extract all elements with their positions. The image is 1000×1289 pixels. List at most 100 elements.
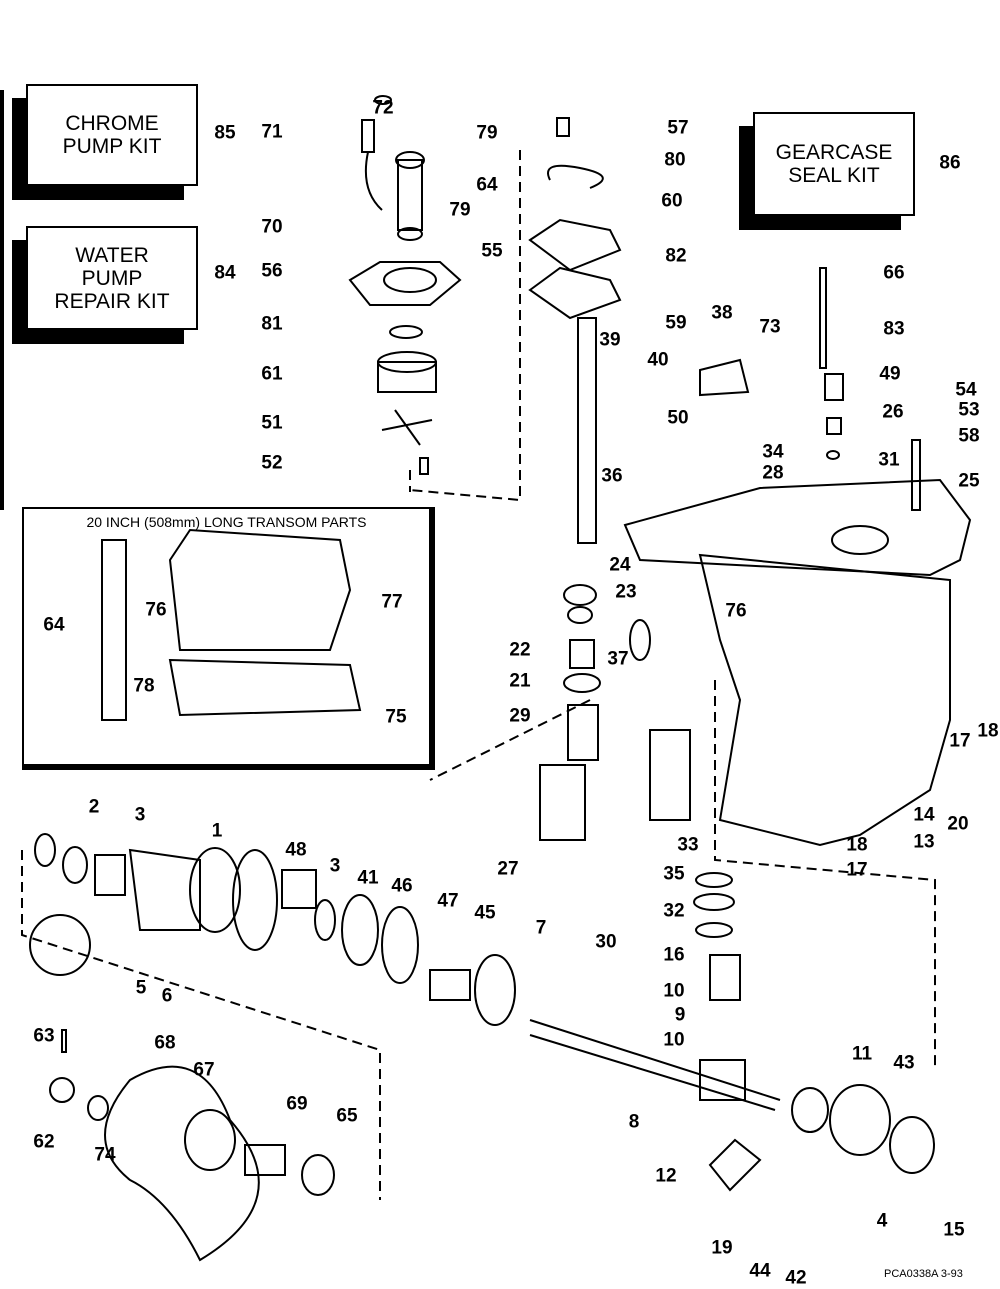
part-callout-70: 70 [261, 216, 283, 238]
part-callout-57: 57 [667, 117, 689, 139]
part-callout-10: 10 [663, 1029, 685, 1051]
part-callout-55: 55 [481, 240, 503, 262]
part-callout-83: 83 [883, 318, 905, 340]
part-callout-3: 3 [134, 804, 146, 826]
part-callout-64: 64 [476, 174, 498, 196]
part-callout-52: 52 [261, 452, 283, 474]
part-callout-47: 47 [437, 890, 459, 912]
part-callout-86: 86 [939, 152, 961, 174]
part-callout-65: 65 [336, 1105, 358, 1127]
part-callout-5: 5 [135, 977, 147, 999]
part-callout-46: 46 [391, 875, 413, 897]
part-callout-41: 41 [357, 867, 379, 889]
part-callout-38: 38 [711, 302, 733, 324]
part-callout-12: 12 [655, 1165, 677, 1187]
part-callout-30: 30 [595, 931, 617, 953]
part-callout-58: 58 [958, 425, 980, 447]
chrome-pump-kit-label: CHROME PUMP KIT [62, 112, 162, 158]
part-callout-53: 53 [958, 399, 980, 421]
part-callout-63: 63 [33, 1025, 55, 1047]
part-callout-8: 8 [628, 1111, 640, 1133]
part-callout-25: 25 [958, 470, 980, 492]
part-callout-66: 66 [883, 262, 905, 284]
part-callout-76: 76 [145, 599, 167, 621]
part-callout-43: 43 [893, 1052, 915, 1074]
part-callout-80: 80 [664, 149, 686, 171]
part-callout-17: 17 [949, 730, 971, 752]
part-callout-16: 16 [663, 944, 685, 966]
part-callout-71: 71 [261, 121, 283, 143]
drawing-code: PCA0338A 3-93 [884, 1268, 963, 1280]
gearcase-seal-kit-label: GEARCASE SEAL KIT [775, 141, 893, 187]
part-callout-79: 79 [449, 199, 471, 221]
part-callout-59: 59 [665, 312, 687, 334]
part-callout-18: 18 [846, 834, 868, 856]
part-callout-81: 81 [261, 313, 283, 335]
part-callout-68: 68 [154, 1032, 176, 1054]
part-callout-64: 64 [43, 614, 65, 636]
part-callout-33: 33 [677, 834, 699, 856]
part-callout-10: 10 [663, 980, 685, 1002]
chrome-pump-kit-box: CHROME PUMP KIT [26, 84, 198, 186]
part-callout-13: 13 [913, 831, 935, 853]
part-callout-45: 45 [474, 902, 496, 924]
part-callout-78: 78 [133, 675, 155, 697]
part-callout-84: 84 [214, 262, 236, 284]
part-callout-17: 17 [846, 859, 868, 881]
part-callout-7: 7 [535, 917, 547, 939]
part-callout-75: 75 [385, 706, 407, 728]
part-callout-73: 73 [759, 316, 781, 338]
page-edge-bar [0, 90, 4, 510]
long-transom-parts-inset: 20 INCH (508mm) LONG TRANSOM PARTS [22, 507, 435, 770]
part-callout-26: 26 [882, 401, 904, 423]
part-callout-14: 14 [913, 804, 935, 826]
part-callout-56: 56 [261, 260, 283, 282]
part-callout-61: 61 [261, 363, 283, 385]
part-callout-79: 79 [476, 122, 498, 144]
inset-title: 20 INCH (508mm) LONG TRANSOM PARTS [86, 514, 367, 530]
part-callout-51: 51 [261, 412, 283, 434]
part-callout-31: 31 [878, 449, 900, 471]
part-callout-36: 36 [601, 465, 623, 487]
part-callout-69: 69 [286, 1093, 308, 1115]
part-callout-15: 15 [943, 1219, 965, 1241]
part-callout-27: 27 [497, 858, 519, 880]
part-callout-48: 48 [285, 839, 307, 861]
part-callout-42: 42 [785, 1267, 807, 1289]
part-callout-44: 44 [749, 1260, 771, 1282]
part-callout-2: 2 [88, 796, 100, 818]
part-callout-34: 34 [762, 441, 784, 463]
part-callout-76: 76 [725, 600, 747, 622]
part-callout-50: 50 [667, 407, 689, 429]
water-pump-repair-kit-box: WATER PUMP REPAIR KIT [26, 226, 198, 330]
part-callout-4: 4 [876, 1210, 888, 1232]
part-callout-62: 62 [33, 1131, 55, 1153]
part-callout-49: 49 [879, 363, 901, 385]
part-callout-35: 35 [663, 863, 685, 885]
part-callout-40: 40 [647, 349, 669, 371]
part-callout-77: 77 [381, 591, 403, 613]
part-callout-37: 37 [607, 648, 629, 670]
part-callout-23: 23 [615, 581, 637, 603]
part-callout-60: 60 [661, 190, 683, 212]
part-callout-82: 82 [665, 245, 687, 267]
part-callout-72: 72 [372, 97, 394, 119]
part-callout-20: 20 [947, 813, 969, 835]
water-pump-repair-kit-label: WATER PUMP REPAIR KIT [54, 243, 170, 313]
part-callout-9: 9 [674, 1004, 686, 1026]
part-callout-11: 11 [851, 1043, 873, 1065]
part-callout-6: 6 [161, 985, 173, 1007]
part-callout-32: 32 [663, 900, 685, 922]
part-callout-29: 29 [509, 705, 531, 727]
part-callout-3: 3 [329, 855, 341, 877]
part-callout-21: 21 [509, 670, 531, 692]
part-callout-74: 74 [94, 1144, 116, 1166]
part-callout-67: 67 [193, 1059, 215, 1081]
part-callout-85: 85 [214, 122, 236, 144]
part-callout-28: 28 [762, 462, 784, 484]
part-callout-1: 1 [211, 820, 223, 842]
part-callout-22: 22 [509, 639, 531, 661]
part-callout-19: 19 [711, 1237, 733, 1259]
part-callout-24: 24 [609, 554, 631, 576]
